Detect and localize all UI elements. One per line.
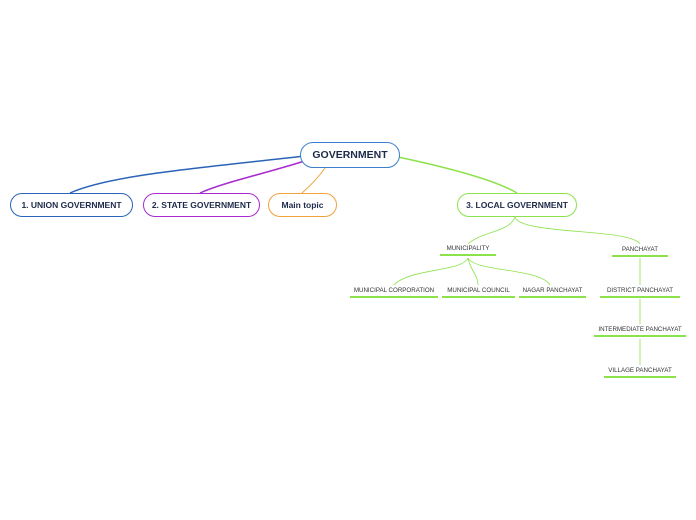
connector-municipality-nagar: [467, 257, 551, 286]
topic-union-government[interactable]: 1. UNION GOVERNMENT: [10, 193, 133, 217]
root-topic-government[interactable]: GOVERNMENT: [300, 142, 400, 168]
subtopic-district-panchayat[interactable]: DISTRICT PANCHAYAT: [600, 287, 680, 298]
subtopic-municipality[interactable]: MUNICIPALITY: [440, 245, 496, 256]
topic-state-government[interactable]: 2. STATE GOVERNMENT: [143, 193, 260, 217]
connector-municipality-corporation: [393, 257, 469, 286]
connector-local-municipality: [467, 216, 516, 245]
subtopic-village-panchayat[interactable]: VILLAGE PANCHAYAT: [604, 367, 676, 378]
subtopic-intermediate-panchayat[interactable]: INTERMEDIATE PANCHAYAT: [594, 326, 686, 337]
subtopic-municipal-corporation[interactable]: MUNICIPAL CORPORATION: [350, 287, 438, 298]
subtopic-nagar-panchayat[interactable]: NAGAR PANCHAYAT: [519, 287, 586, 298]
connector-local-panchayat: [514, 216, 641, 245]
connector-root-main-topic: [301, 167, 326, 194]
topic-main-topic[interactable]: Main topic: [268, 193, 337, 217]
connector-root-local: [397, 156, 518, 194]
connector-root-state: [199, 159, 309, 194]
subtopic-panchayat[interactable]: PANCHAYAT: [612, 246, 668, 257]
connector-municipality-council: [467, 257, 479, 286]
subtopic-municipal-council[interactable]: MUNICIPAL COUNCIL: [442, 287, 515, 298]
topic-local-government[interactable]: 3. LOCAL GOVERNMENT: [457, 193, 577, 217]
connector-root-union: [69, 155, 306, 194]
